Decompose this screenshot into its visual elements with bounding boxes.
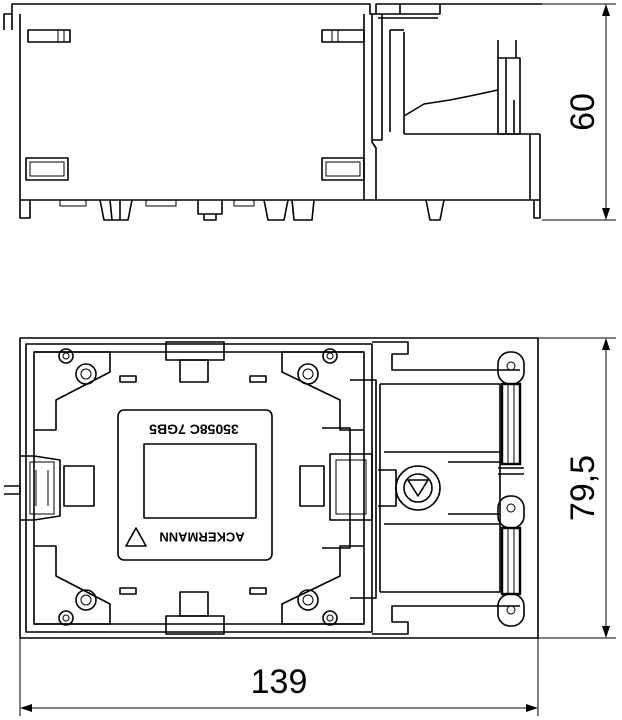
screw-hole-top-left bbox=[58, 348, 97, 385]
height-dimension-top: 79,5 bbox=[538, 337, 616, 639]
svg-text:ACKERMANN: ACKERMANN bbox=[159, 530, 244, 545]
svg-text:35058C 7GB5: 35058C 7GB5 bbox=[149, 421, 239, 437]
terminal-screw bbox=[395, 465, 441, 511]
height-dimension-side: 60 bbox=[542, 3, 616, 221]
overall-width-label: 139 bbox=[251, 663, 308, 701]
screw-hole-bottom-left bbox=[58, 589, 97, 626]
screw-hole-top-right bbox=[297, 348, 338, 385]
screw-hole-bottom-right bbox=[297, 589, 338, 626]
brand-label: ACKERMANN bbox=[159, 530, 244, 545]
width-dimension: 139 bbox=[19, 638, 539, 716]
part-number-label: 35058C 7GB5 bbox=[149, 421, 239, 437]
brand-logo-triangle bbox=[125, 527, 147, 547]
side-view bbox=[3, 3, 542, 221]
top-view: 35058C 7GB5 ACKERMANN bbox=[4, 337, 539, 639]
top-height-label: 79,5 bbox=[564, 455, 602, 521]
side-height-label: 60 bbox=[564, 93, 602, 131]
